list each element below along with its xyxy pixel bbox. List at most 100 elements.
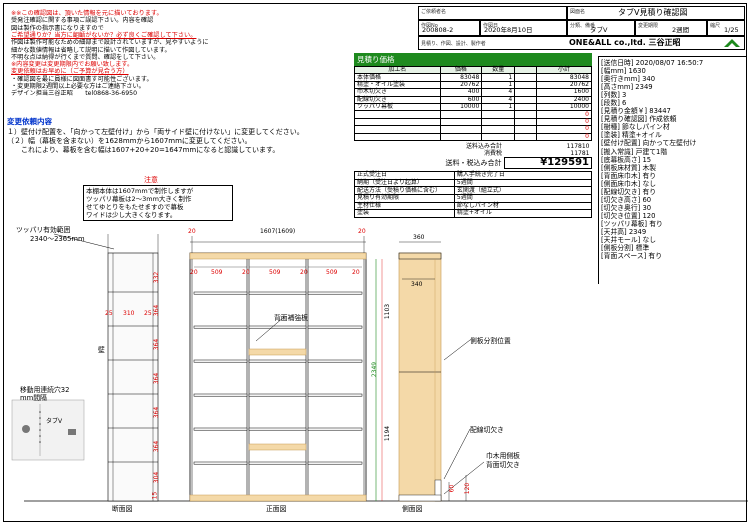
note-line: 図は製作の指示書になりますので — [11, 24, 104, 32]
subtotal-label: 送料込み合計 — [465, 142, 502, 150]
spec-item: [配線切欠き] 有り — [601, 187, 657, 196]
dim-top-total: 1607(1609) — [260, 228, 296, 235]
note-line: ・確認図を最に員様に図面書す可能性ございます。 — [11, 75, 153, 83]
spec-item: [天井モール] なし — [601, 236, 657, 245]
estimate-cell: 0 — [536, 132, 592, 141]
spec-item: [高さmm] 2349 — [601, 83, 653, 92]
dim-sec-b: 310 — [123, 310, 135, 317]
dim-side-right: 20 — [358, 228, 366, 235]
estimate-totals: 送料込み合計 117810 消費税 11781 送料・税込み合計 ¥129591 — [354, 143, 592, 170]
dim-gap-1: 20 — [190, 269, 198, 276]
dim-sec-a: 25 — [105, 310, 113, 317]
section-view-label: 断面図 — [112, 505, 133, 513]
dim-notch-h: 60 — [448, 484, 456, 493]
dim-upper-height: 1103 — [384, 303, 392, 320]
drawno-value: 200808-2 — [422, 26, 454, 34]
dim-sec-c: 25 — [144, 310, 152, 317]
front-shelf — [248, 427, 307, 431]
change-request-lines: １）壁付け配置を、「向かって左壁付け」から「両サイド壁に付けない」に変更してくだ… — [7, 128, 349, 155]
note-line: 細かな数値情報は省略して説明に描いて作図しています。 — [11, 46, 171, 54]
spec-item: [底幕板高さ] 15 — [601, 155, 652, 164]
front-shelf — [307, 393, 363, 397]
front-view-label: 正面図 — [266, 505, 287, 513]
spec-item: [切欠き高さ] 60 — [601, 195, 652, 204]
date-cell: 作図日 2020年8月10日 — [480, 20, 567, 36]
estimate-cell — [354, 132, 441, 141]
tsuppari-leader — [53, 233, 115, 250]
spec-list: [送信日時] 2020/08/07 16:50:7[幅mm] 1630[奥行きm… — [598, 56, 746, 284]
dim-bottom: 15 — [151, 491, 159, 500]
section-height-dim: 364 — [153, 440, 161, 453]
front-shelf — [307, 359, 363, 363]
tsuppari-label: ツッパリ有効範囲 — [16, 226, 71, 234]
spec-item: [壁付け配置] 向かって左壁付け — [601, 139, 697, 148]
front-shelf — [307, 427, 363, 431]
spec-item: [見積り金額￥] 83447 — [601, 107, 671, 116]
spec-item: [切欠き奥行] 30 — [601, 203, 652, 212]
caution-title: 注意 — [144, 176, 158, 184]
order-table: 正式受注日購入手続き完了日納期（受注日より起算）5週間配送方法（受積り価格に含む… — [354, 171, 593, 218]
spec-item: [送信日時] 2020/08/07 16:50:7 — [601, 59, 704, 67]
caution-line: ワイドは少し大きくなります。 — [86, 211, 177, 219]
deadline-label: 変更期限 — [638, 23, 659, 29]
subtotal-row: 送料込み合計 117810 — [354, 143, 592, 150]
scale-label: 縮尺 — [710, 23, 721, 29]
note-line: 変更依頼はお早めに（ご予算が見合う方） — [11, 68, 129, 76]
note-line: デザイン担当三谷正昭 tel0868-36-6950 — [11, 90, 138, 98]
note-line: ご希望通りか？当方に齟齬がないか？必ず良くご確認して下さい。 — [11, 31, 197, 39]
front-shelf — [248, 359, 307, 363]
front-shelf — [248, 393, 307, 397]
dim-col-2: 509 — [269, 269, 281, 276]
front-shelf — [193, 427, 248, 431]
total-value: ¥129591 — [503, 157, 592, 170]
spec-item: [樹種] 節なしパイン材 — [601, 123, 670, 132]
class-label: 分類、備番 — [570, 23, 596, 29]
side-view — [398, 241, 485, 502]
change-request-line: １）壁付け配置を、「向かって左壁付け」から「両サイド壁に付けない」に変更してくだ… — [7, 128, 304, 136]
change-request-line: これにより、幕板を含む幅は1607+20+20=1647mmになると認識していま… — [7, 146, 280, 154]
front-shelf — [193, 291, 248, 295]
front-shelf — [248, 325, 307, 329]
photo-caption: タブV — [46, 418, 63, 425]
baseboard-notch — [398, 494, 442, 502]
notes-block: ※※この確認図は、頂いた情報を元に描いております。受発注確認に関する事項ご誤認下… — [7, 10, 257, 100]
front-shelf — [193, 461, 248, 465]
front-view — [189, 236, 383, 502]
front-shelf — [193, 359, 248, 363]
deadline-value: 2週間 — [672, 26, 690, 34]
dim-col-3: 509 — [326, 269, 338, 276]
drawno-cell: 作図No 200808-2 — [418, 20, 480, 36]
deadline-cell: 変更期限 2週間 — [635, 20, 707, 36]
side-split-label: 側板分割位置 — [470, 337, 511, 345]
front-shelf — [193, 393, 248, 397]
baseboard-label-1: 巾木用側板 — [486, 452, 520, 460]
tax-label: 消費税 — [483, 149, 502, 157]
side-view-label: 側面図 — [402, 505, 423, 513]
caution-lines: 本棚本体は1607mmで制作しますがツッパリ幕板は2～3mm大きく制作せてゆとり… — [83, 185, 233, 221]
drawing-frame: ※※この確認図は、頂いた情報を元に描いております。受発注確認に関する事項ご誤認下… — [3, 3, 748, 522]
company-value: ONE&ALL co.,ltd. 三谷正昭 — [569, 38, 681, 47]
section-height-dim: 364 — [153, 304, 161, 317]
section-height-dim: 364 — [153, 338, 161, 351]
customer-label: ご依頼者名 — [421, 9, 447, 15]
dim-side-depth-2: 340 — [411, 281, 423, 288]
date-value: 2020年8月10日 — [484, 26, 533, 34]
note-line: 受発注確認に関する事項ご誤認下さい。内容を確認 — [11, 17, 154, 25]
top-board — [189, 252, 367, 260]
back-reinforce-board-2 — [248, 443, 307, 451]
section-view — [107, 234, 159, 502]
section-height-dim: 364 — [153, 406, 161, 419]
dim-gap-3: 20 — [300, 269, 308, 276]
dim-col-1: 509 — [211, 269, 223, 276]
wall-label: 壁 — [98, 346, 105, 354]
hole-label: 移動用連続穴32 — [20, 386, 70, 394]
class-value: タブV — [590, 26, 608, 34]
front-shelf — [307, 291, 363, 295]
note-line: ※内容変更は変更期限内でお願い致します。 — [11, 61, 134, 69]
spec-item: [段数] 6 — [601, 99, 627, 108]
dim-total-height: 2349 — [371, 361, 379, 378]
section-height-dim: 332 — [153, 271, 161, 284]
estimate-header-row: 加工名価格数量小計 — [354, 65, 592, 75]
